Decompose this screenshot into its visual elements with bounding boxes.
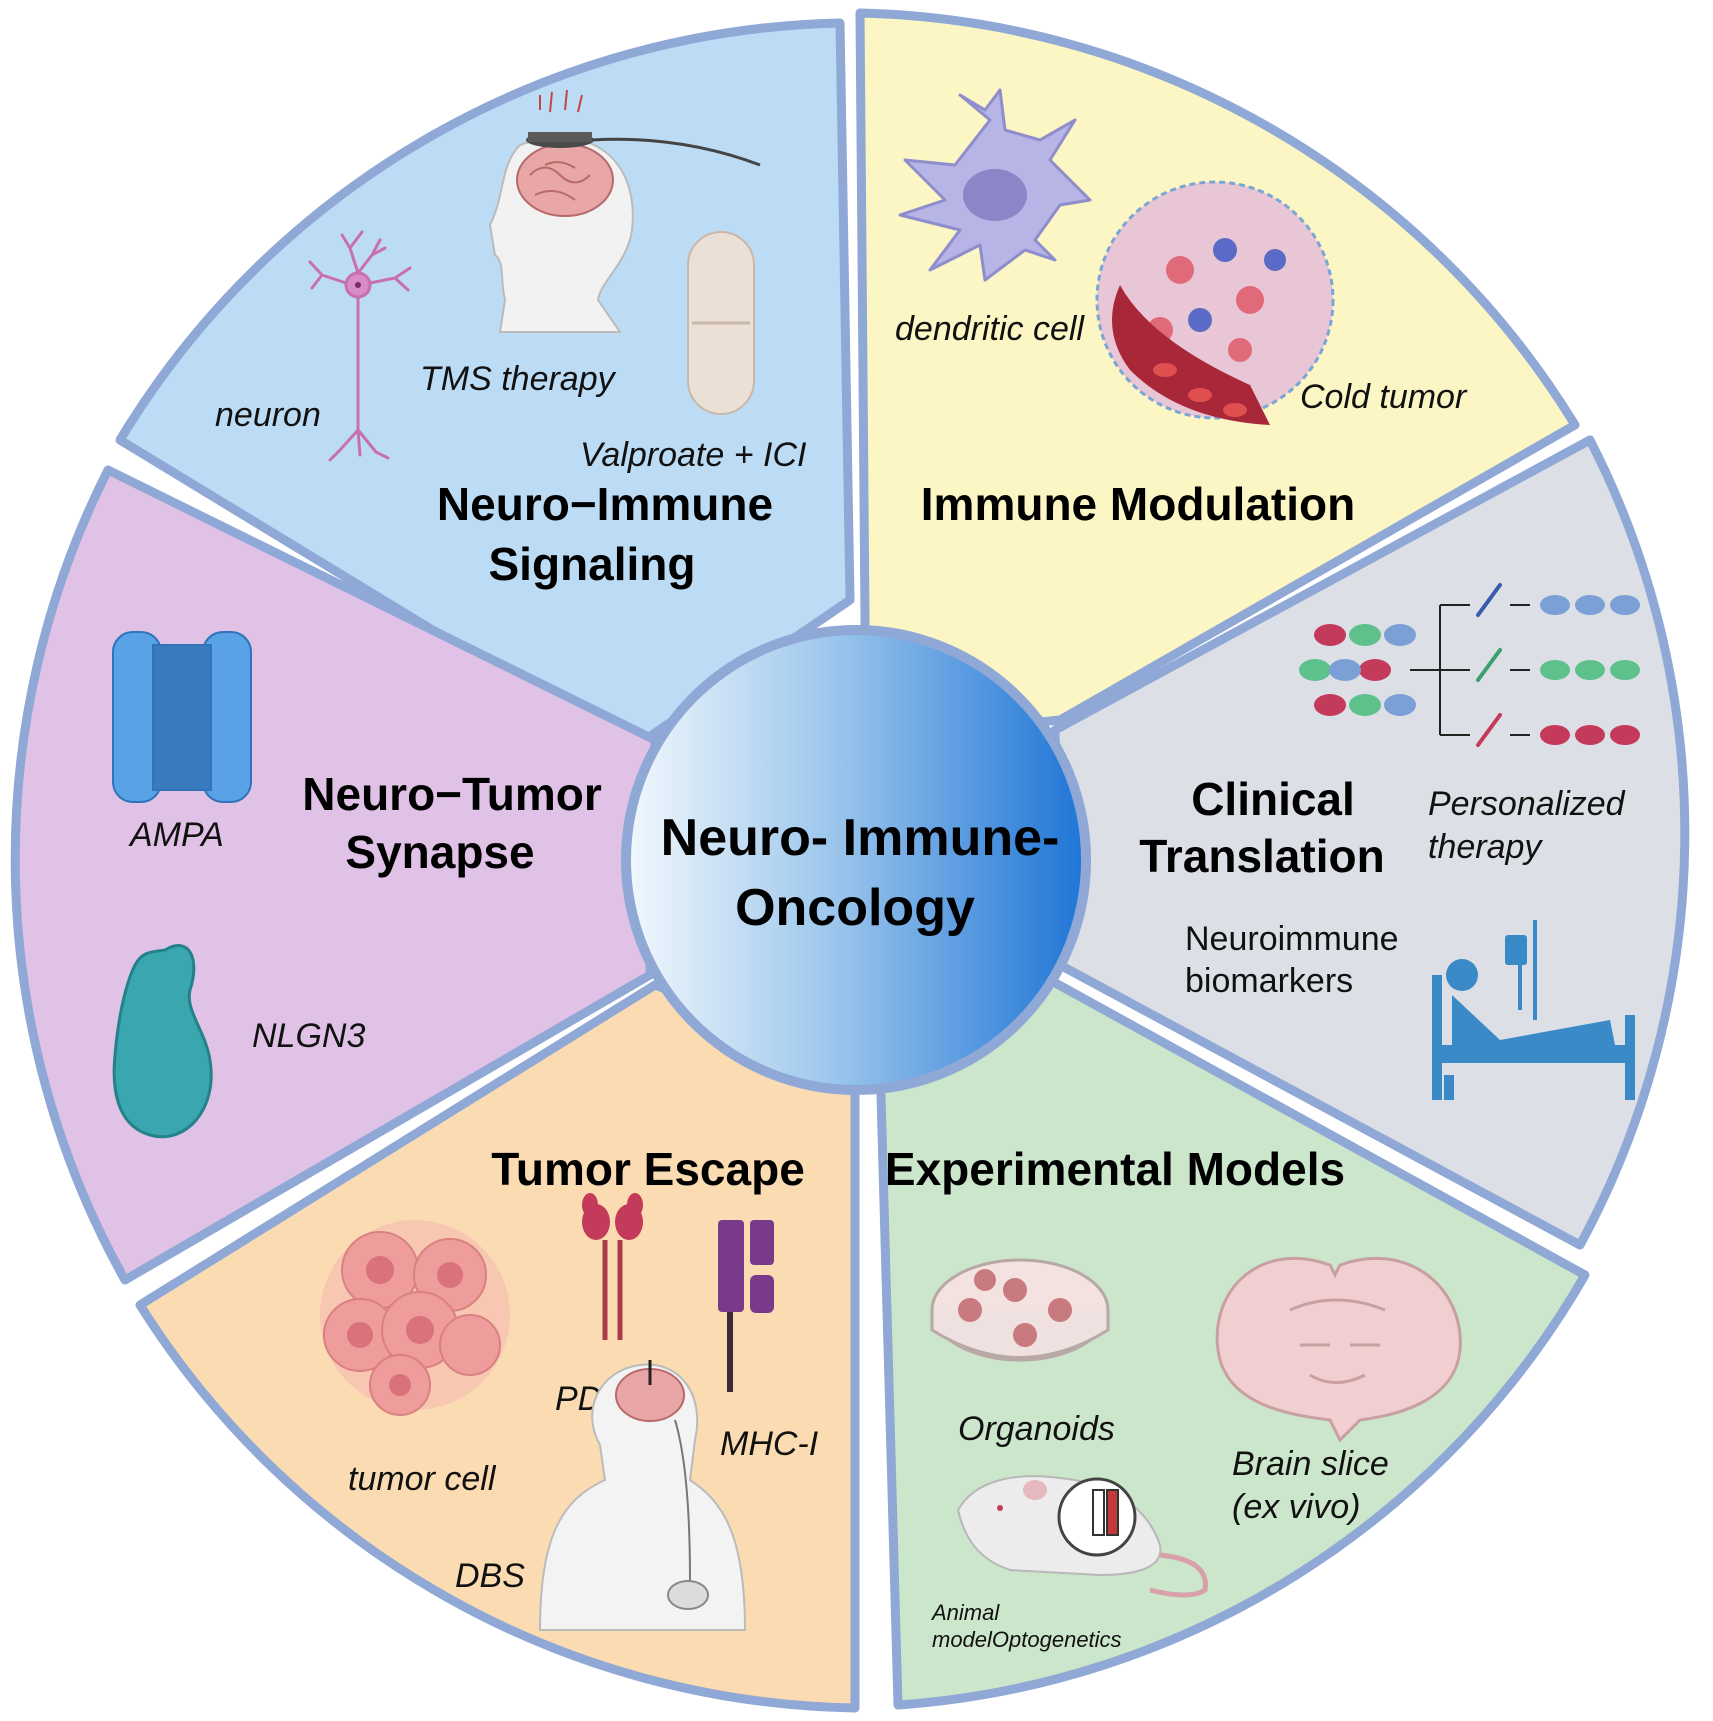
label-animal-line2: modelOptogenetics (932, 1627, 1122, 1652)
label-personalized-line2: therapy (1428, 828, 1543, 866)
center-hub: Neuro- Immune- Oncology (621, 625, 1091, 1095)
dendritic-cell-icon (898, 88, 1092, 282)
pill-icon (687, 231, 755, 415)
label-mhc: MHC-I (720, 1425, 819, 1463)
label-neuron: neuron (215, 396, 321, 434)
label-valproate: Valproate + ICI (580, 436, 807, 474)
brain-slice-icon (1215, 1256, 1462, 1443)
label-cold-tumor: Cold tumor (1300, 378, 1468, 416)
label-nlgn3: NLGN3 (252, 1017, 365, 1055)
label-organoids: Organoids (958, 1410, 1115, 1448)
title-neuro-immune-line1: Neuro−Immune (437, 478, 773, 530)
label-brain-slice-line2: (ex vivo) (1232, 1488, 1360, 1526)
title-clinical-line2: Translation (1139, 830, 1384, 882)
label-biomarkers-line1: Neuroimmune (1185, 920, 1399, 958)
title-synapse-line2: Synapse (345, 826, 534, 878)
label-dbs: DBS (455, 1557, 525, 1595)
title-experimental: Experimental Models (885, 1143, 1345, 1195)
rat-icon (956, 1475, 1208, 1598)
label-tms: TMS therapy (420, 360, 617, 398)
label-dendritic: dendritic cell (895, 310, 1085, 348)
tms-head-icon (488, 89, 761, 333)
title-clinical-line1: Clinical (1191, 773, 1355, 825)
syringe-icon (1476, 583, 1502, 747)
ampa-icon (112, 631, 252, 803)
mhc-icon (718, 1220, 774, 1392)
sector-neuro-immune-signaling (115, 18, 855, 755)
label-personalized-line1: Personalized (1428, 785, 1626, 823)
title-synapse-line1: Neuro−Tumor (302, 768, 602, 820)
nlgn3-icon (112, 944, 213, 1139)
cold-tumor-icon (1095, 180, 1335, 425)
label-brain-slice-line1: Brain slice (1232, 1445, 1389, 1483)
center-title-line1: Neuro- Immune- (661, 809, 1060, 867)
title-neuro-immune-line2: Signaling (489, 538, 696, 590)
petri-dish-icon (930, 1258, 1110, 1362)
label-animal-line1: Animal (930, 1600, 1000, 1625)
dbs-icon (538, 1360, 747, 1631)
patient-bed-icon (1432, 920, 1635, 1100)
title-tumor-escape: Tumor Escape (491, 1143, 805, 1195)
label-ampa: AMPA (128, 816, 224, 854)
tumor-cell-icon (320, 1220, 510, 1416)
label-tumor-cell: tumor cell (348, 1460, 497, 1498)
neuron-icon (308, 230, 412, 462)
title-immune-modulation: Immune Modulation (921, 478, 1355, 530)
mice-icon (1299, 595, 1640, 745)
label-biomarkers-line2: biomarkers (1185, 962, 1353, 1000)
center-title-line2: Oncology (735, 879, 975, 937)
pdl1-icon (582, 1193, 643, 1340)
